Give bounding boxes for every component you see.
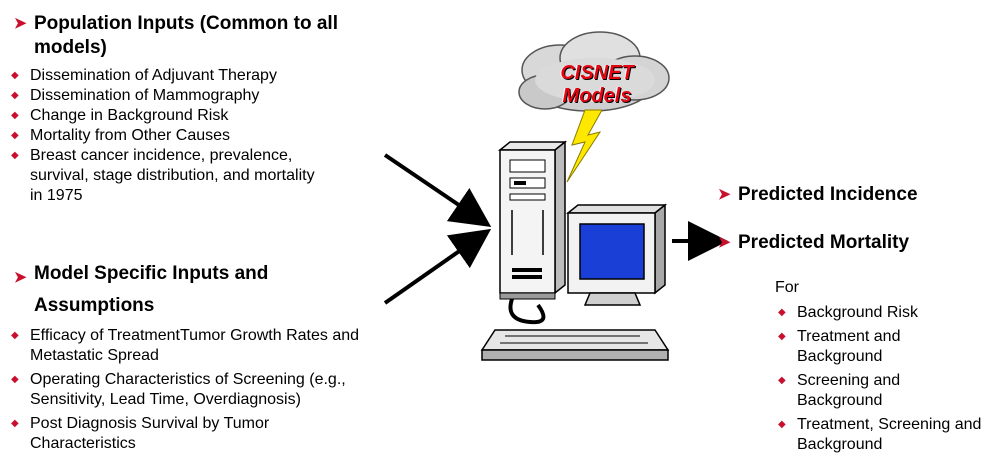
list-item: Post Diagnosis Survival by Tumor Charact… (8, 414, 330, 454)
population-inputs-list: Dissemination of Adjuvant Therapy Dissem… (8, 66, 338, 206)
cloud-label: CISNET Models (552, 62, 642, 108)
model-specific-inputs-heading-text: Model Specific Inputs and Assumptions (34, 263, 269, 316)
arrowhead-bullet-icon: ➤ (14, 269, 27, 286)
predicted-incidence-text: Predicted Incidence (738, 184, 918, 205)
input-arrow-lower (383, 228, 492, 305)
input-arrow-upper (383, 153, 492, 227)
list-item: Treatment and Background (775, 327, 937, 367)
list-item: Background Risk (775, 303, 990, 323)
for-label: For (775, 279, 799, 296)
population-inputs-heading-text: Population Inputs (Common to all models) (34, 13, 338, 58)
list-item: Operating Characteristics of Screening (… (8, 370, 425, 410)
lightning-bolt-icon (566, 109, 603, 183)
cloud-label-line2: Models (562, 85, 632, 107)
arrowhead-bullet-icon: ➤ (718, 186, 731, 203)
list-item: Screening and Background (775, 371, 947, 411)
population-inputs-heading: ➤ Population Inputs (Common to all model… (8, 12, 374, 60)
model-specific-inputs-section: ➤ Model Specific Inputs and Assumptions … (8, 258, 448, 454)
mouse-cable (508, 298, 546, 325)
list-item: Mortality from Other Causes (8, 126, 338, 146)
outputs-section: ➤ Predicted Incidence ➤ Predicted Mortal… (712, 183, 992, 255)
cloud-label-line1: CISNET (560, 62, 634, 84)
list-item: Efficacy of TreatmentTumor Growth Rates … (8, 326, 402, 366)
cloud-icon (518, 31, 670, 112)
monitor-screen (579, 223, 645, 280)
list-item: Change in Background Risk (8, 106, 338, 126)
arrowhead-bullet-icon: ➤ (14, 15, 27, 32)
model-specific-inputs-list: Efficacy of TreatmentTumor Growth Rates … (8, 326, 428, 454)
predicted-incidence-heading: ➤ Predicted Incidence (712, 183, 992, 207)
keyboard-icon (480, 329, 670, 361)
list-item: Treatment, Screening and Background (775, 415, 992, 455)
population-inputs-section: ➤ Population Inputs (Common to all model… (8, 12, 428, 206)
list-item: Dissemination of Mammography (8, 86, 338, 106)
for-section: For Background Risk Treatment and Backgr… (775, 278, 990, 455)
arrowhead-bullet-icon: ➤ (718, 234, 731, 251)
for-list: Background Risk Treatment and Background… (775, 303, 990, 455)
predicted-mortality-heading: ➤ Predicted Mortality (712, 231, 992, 255)
list-item: Dissemination of Adjuvant Therapy (8, 66, 338, 86)
model-specific-inputs-heading: ➤ Model Specific Inputs and Assumptions (8, 258, 334, 322)
list-item: Breast cancer incidence, prevalence, sur… (8, 146, 315, 206)
predicted-mortality-text: Predicted Mortality (738, 232, 910, 253)
computer-tower-icon (497, 140, 568, 300)
computer-monitor-icon (565, 203, 668, 306)
